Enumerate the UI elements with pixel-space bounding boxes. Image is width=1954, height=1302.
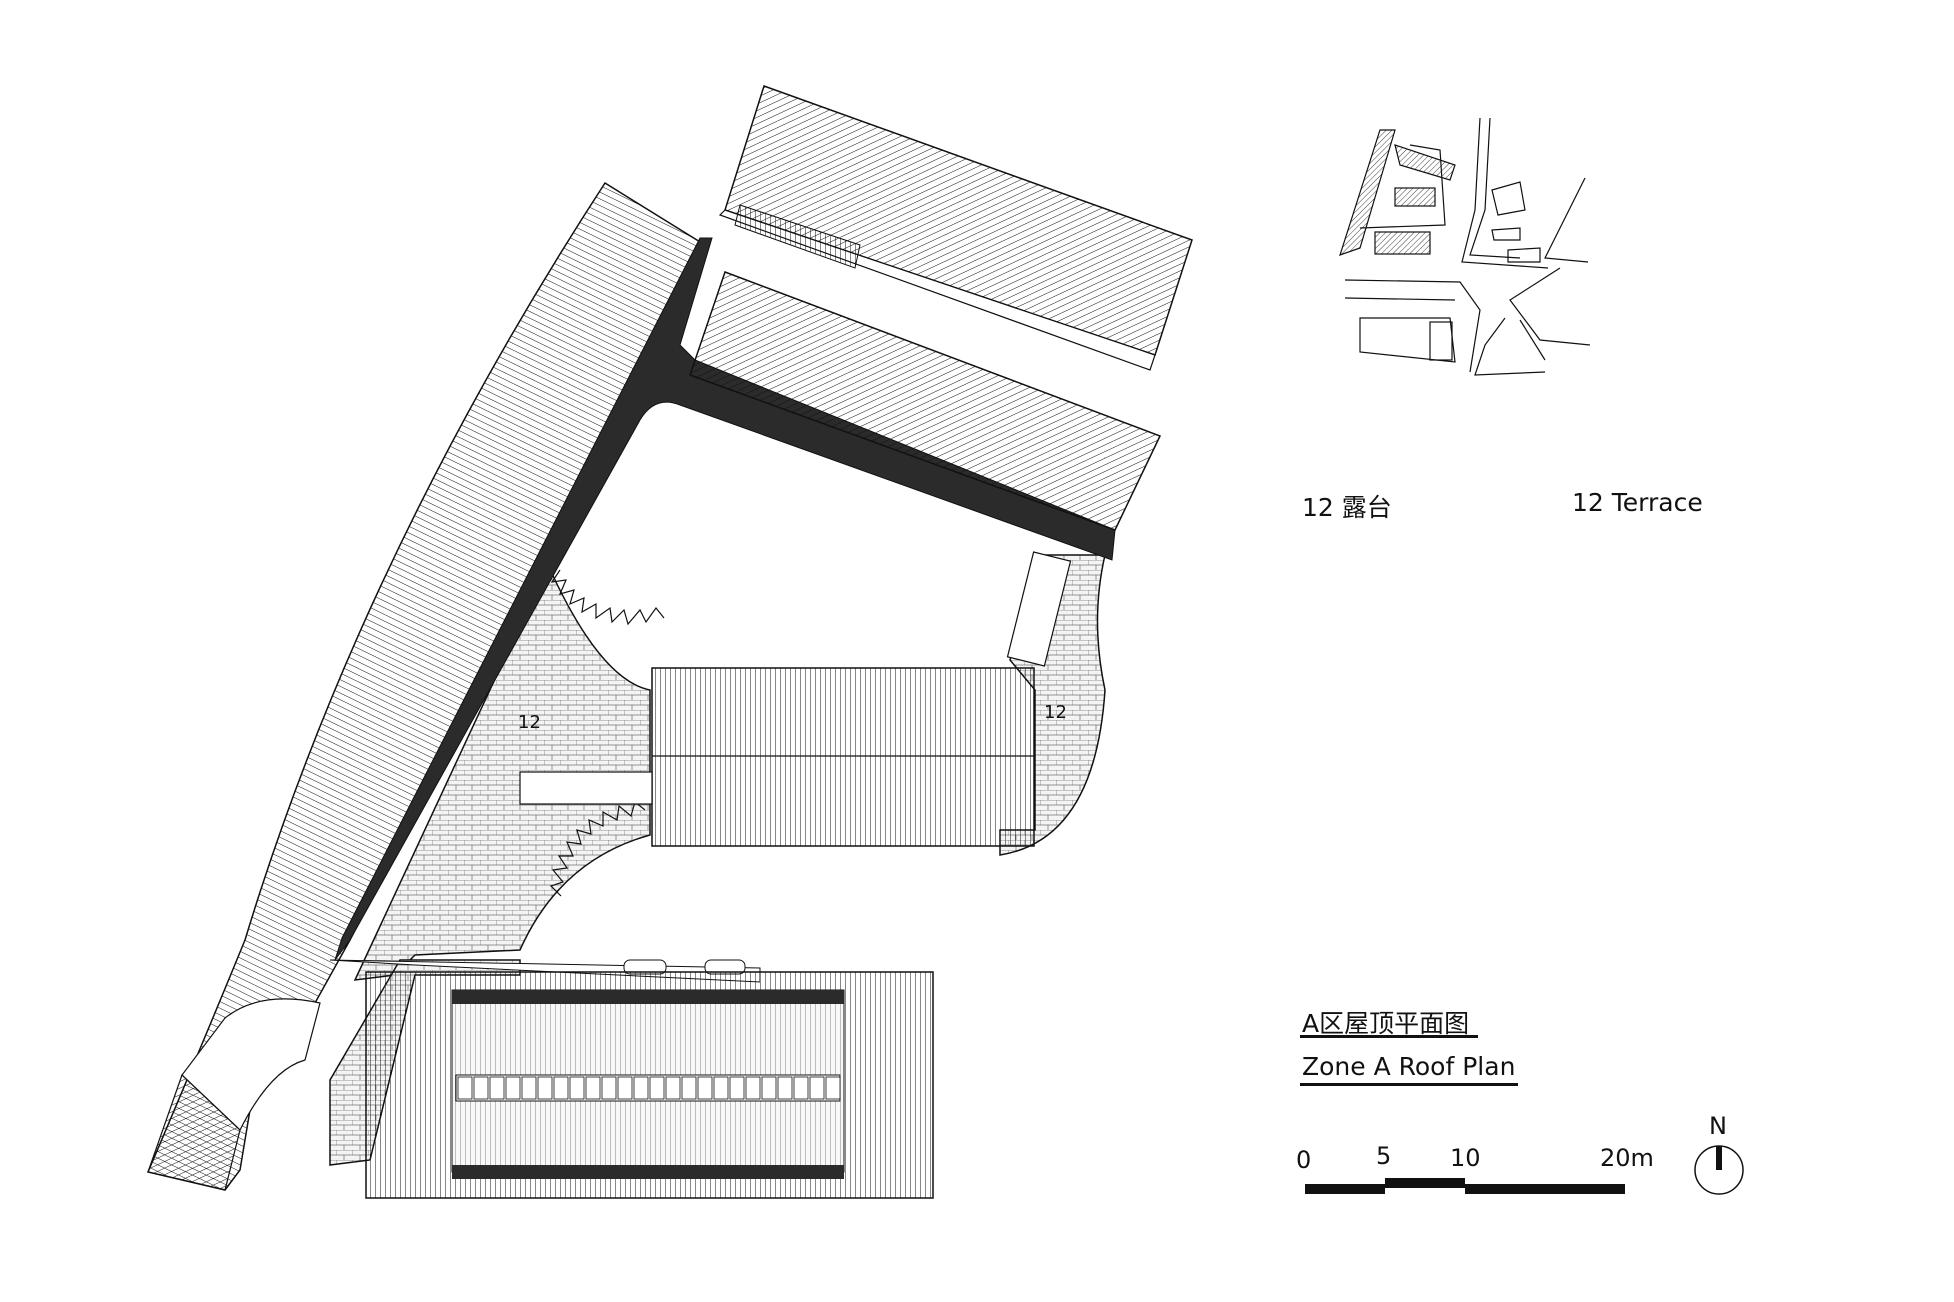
northeast-building-top <box>718 85 1193 371</box>
north-label: N <box>1709 1112 1727 1140</box>
skylight-panel <box>601 1076 617 1100</box>
title-underline-chinese <box>1300 1035 1478 1038</box>
central-roof-block <box>519 551 1072 847</box>
skylight-panel <box>697 1076 713 1100</box>
legend-chinese: 12 露台 <box>1302 493 1392 522</box>
northeast-building-middle <box>689 271 1162 531</box>
skylight-panel <box>521 1076 537 1100</box>
legend-english: 12 Terrace <box>1572 488 1703 517</box>
skylight-panel <box>649 1076 665 1100</box>
scale-label-5: 5 <box>1376 1142 1392 1170</box>
skylight-panel <box>585 1076 601 1100</box>
scale-label-0: 0 <box>1296 1146 1312 1174</box>
skylight-panel <box>761 1076 777 1100</box>
west-long-building <box>146 181 706 1191</box>
title-underline-english <box>1300 1083 1518 1086</box>
skylight-panel <box>777 1076 793 1100</box>
skylight-panel <box>537 1076 553 1100</box>
skylight-panel <box>569 1076 585 1100</box>
skylight-panel <box>633 1076 649 1100</box>
skylight-panel <box>617 1076 633 1100</box>
drawing-title-chinese: A区屋顶平面图 <box>1302 1009 1470 1038</box>
skylight-row <box>457 1076 841 1100</box>
skylight-panel <box>457 1076 473 1100</box>
skylight-panel <box>745 1076 761 1100</box>
site-key-plan <box>1339 117 1591 376</box>
skylight-panel <box>809 1076 825 1100</box>
skylight-panel <box>553 1076 569 1100</box>
skylight-panel <box>681 1076 697 1100</box>
south-building <box>329 959 934 1199</box>
scale-bar <box>1305 1178 1625 1194</box>
terrace-room-number-west: 12 <box>518 712 541 733</box>
skylight-panel <box>793 1076 809 1100</box>
tree-canopy-edge-south <box>549 800 646 897</box>
skylight-panel <box>713 1076 729 1100</box>
skylight-panel <box>505 1076 521 1100</box>
drawing-title-english: Zone A Roof Plan <box>1302 1052 1516 1081</box>
skylight-panel <box>489 1076 505 1100</box>
skylight-panel <box>729 1076 745 1100</box>
skylight-panel <box>825 1076 841 1100</box>
terrace-room-number-east: 12 <box>1044 702 1067 723</box>
skylight-panel <box>473 1076 489 1100</box>
scale-label-10: 10 <box>1450 1144 1481 1172</box>
tree-canopy-edge-north <box>550 569 665 626</box>
north-arrow-icon <box>1694 1145 1744 1195</box>
scale-label-20m: 20m <box>1600 1144 1654 1172</box>
skylight-panel <box>665 1076 681 1100</box>
